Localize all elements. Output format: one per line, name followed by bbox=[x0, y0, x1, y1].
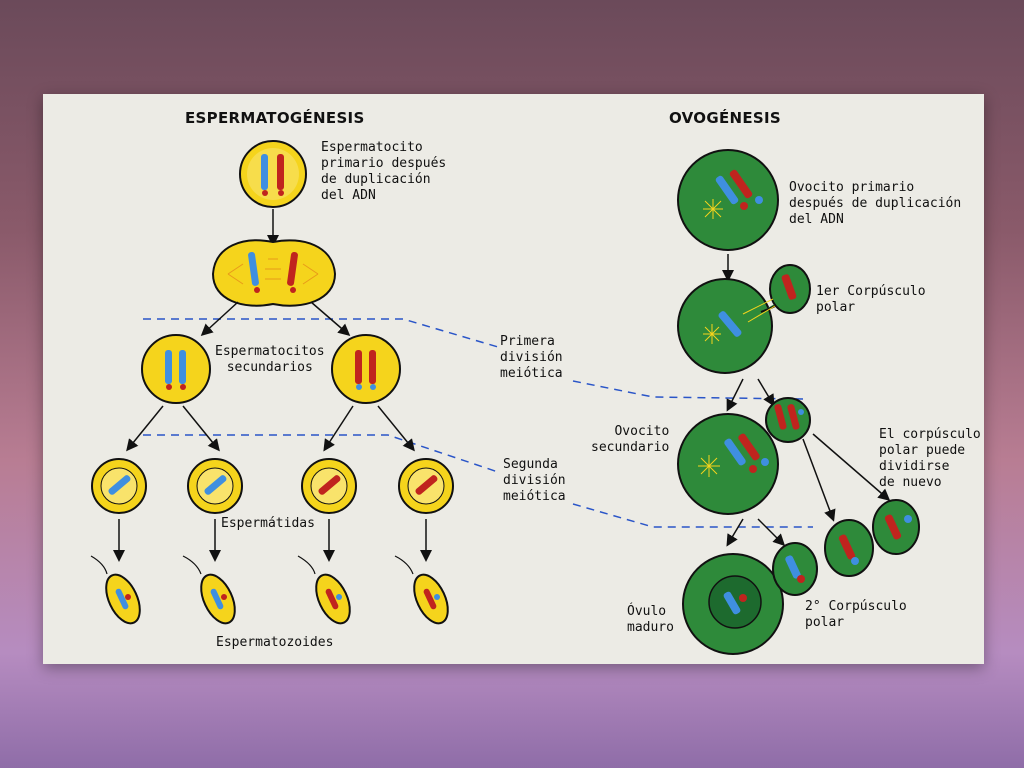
mature-ovum-label: Óvulo maduro bbox=[627, 604, 674, 635]
diagram-svg bbox=[90, 140, 920, 655]
second-division-line bbox=[143, 434, 813, 528]
spermatozoon bbox=[182, 555, 236, 625]
polar-body bbox=[872, 499, 920, 555]
spermatogenesis-title: ESPERMATOGÉNESIS bbox=[185, 109, 365, 127]
primary-spermatocyte-label: Espermatocito primario después de duplic… bbox=[321, 140, 447, 203]
primary-spermatocyte bbox=[239, 140, 307, 208]
spermatid bbox=[91, 458, 147, 514]
spermatid bbox=[301, 458, 357, 514]
spermatozoon bbox=[394, 555, 449, 625]
spermatozoa-label: Espermatozoides bbox=[216, 635, 334, 650]
spermatid bbox=[398, 458, 454, 514]
first-polar-body-label: 1er Corpúsculo polar bbox=[816, 284, 926, 315]
secondary-spermatocytes-label: Espermatocitos secundarios bbox=[215, 344, 325, 375]
diagram-panel: ESPERMATOGÉNESIS OVOGÉNESIS Espermatocit… bbox=[43, 94, 984, 664]
first-division-line bbox=[143, 318, 804, 400]
second-polar-body-label: 2° Corpúsculo polar bbox=[805, 599, 907, 630]
polar-body bbox=[824, 519, 874, 577]
primary-oocyte-label: Ovocito primario después de duplicación … bbox=[789, 180, 962, 227]
polar-body-divide-label: El corpúsculo polar puede dividirse de n… bbox=[879, 427, 981, 490]
dividing-spermatocyte bbox=[211, 239, 337, 307]
secondary-oocyte bbox=[677, 413, 779, 515]
secondary-oocyte-label: Ovocito secundario bbox=[591, 424, 670, 455]
mature-ovum bbox=[682, 553, 784, 655]
spermatozoon bbox=[297, 555, 351, 625]
oogenesis-title: OVOGÉNESIS bbox=[669, 109, 781, 127]
first-division-label: Primera división meiótica bbox=[500, 334, 563, 381]
secondary-spermatocyte-left bbox=[141, 334, 211, 404]
secondary-spermatocyte-right bbox=[331, 334, 401, 404]
oocyte-first-division bbox=[677, 264, 811, 374]
second-division-label: Segunda división meiótica bbox=[503, 457, 566, 504]
spermatozoon bbox=[90, 555, 141, 625]
spermatid bbox=[187, 458, 243, 514]
first-polar-body-dividing bbox=[765, 397, 811, 443]
primary-oocyte bbox=[677, 149, 779, 251]
spermatids-label: Espermátidas bbox=[221, 516, 315, 531]
second-polar-body bbox=[772, 542, 818, 596]
